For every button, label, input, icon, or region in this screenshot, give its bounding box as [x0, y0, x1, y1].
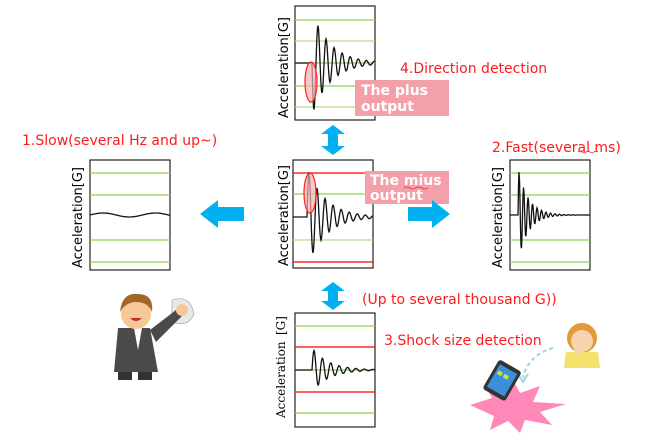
label-shock: 3.Shock size detection — [384, 333, 542, 349]
highlight-ellipse-minus — [303, 172, 317, 214]
smartphone-icon — [483, 360, 521, 401]
axis-label-bottom: Acceleration — [274, 341, 288, 419]
arrow-vertical-bottom — [321, 282, 345, 310]
label-direction: 4.Direction detection — [400, 61, 547, 77]
axis-label-top: Acceleration[G] — [277, 17, 292, 118]
axis-label-right: Acceleration[G] — [491, 167, 506, 268]
label-slow: 1.Slow(several Hz and up~) — [22, 133, 217, 149]
chart-fast — [509, 159, 591, 271]
arrow-vertical-top — [321, 125, 345, 155]
waveform — [510, 172, 590, 249]
chart-slow — [89, 159, 171, 271]
arrow-left — [200, 200, 244, 228]
callout-plus-line1: The plus — [361, 83, 428, 99]
highlight-ellipse-plus — [304, 61, 318, 103]
businessman-illustration — [114, 293, 195, 380]
callout-plus-output — [355, 80, 449, 116]
chart-minus-output — [292, 159, 374, 269]
chart-frame — [292, 159, 374, 269]
callout-minus-line2: output — [370, 188, 423, 204]
axis-label-left: Acceleration[G] — [71, 167, 86, 268]
waveform — [295, 348, 376, 386]
callout-minus-line1: The mius — [370, 173, 442, 189]
chart-frame — [89, 159, 171, 271]
waveform — [293, 172, 374, 254]
arrow-right — [408, 200, 450, 228]
callout-minus-output — [365, 171, 449, 204]
waveform — [89, 212, 171, 218]
label-fast: 2.Fast(several ms) — [492, 140, 621, 156]
callout-plus-line2: output — [361, 99, 414, 115]
chart-shock-size — [294, 312, 376, 428]
falling-path — [522, 347, 554, 379]
axis-unit-bottom: [G] — [274, 316, 288, 335]
label-range: (Up to several thousand G)) — [362, 292, 557, 308]
axis-label-center: Acceleration[G] — [277, 165, 292, 266]
woman-illustration — [564, 323, 600, 368]
